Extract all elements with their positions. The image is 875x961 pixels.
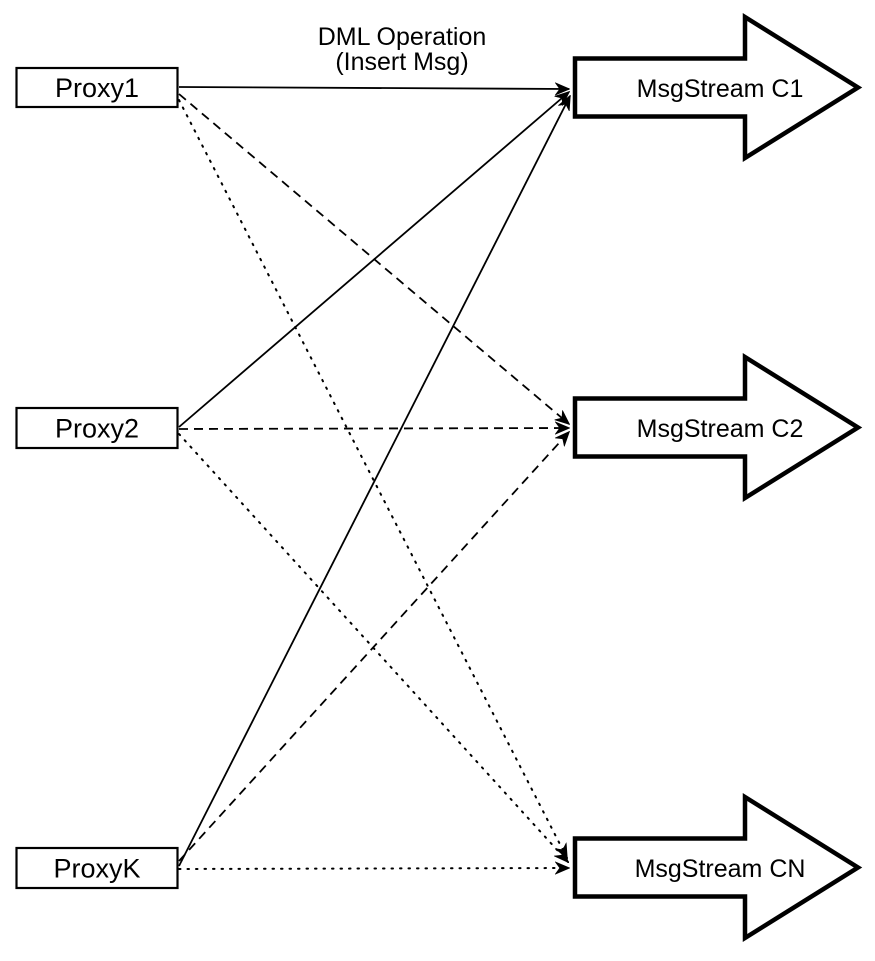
proxy2-box (15, 406, 179, 450)
proxy1-box (15, 66, 179, 109)
edge-proxyk-to-msgstream-cn (178, 868, 569, 869)
proxy2-node: Proxy2 (15, 406, 179, 450)
edge-proxyk-to-msgstream-c1 (178, 96, 571, 867)
msgstream-c1-node: MsgStream C1 (572, 12, 863, 163)
diagram-title-line2: (Insert Msg) (335, 48, 468, 76)
edge-proxy2-to-msgstream-c2 (178, 428, 569, 429)
edge-proxy1-to-msgstream-c1 (178, 87, 569, 89)
edge-proxyk-to-msgstream-c2 (178, 432, 569, 862)
msgstream-cn-arrow-shape (572, 792, 863, 943)
msgstream-c2-arrow-shape (572, 352, 863, 503)
proxy1-label: Proxy1 (55, 73, 139, 103)
proxyk-box (15, 846, 179, 890)
msgstream-c2-node: MsgStream C2 (572, 352, 863, 503)
edge-proxy1-to-msgstream-cn (178, 99, 568, 858)
msgstream-cn-label: MsgStream CN (635, 855, 806, 883)
proxy1-node: Proxy1 (15, 66, 179, 109)
edge-proxy2-to-msgstream-cn (178, 433, 568, 862)
proxy2-label: Proxy2 (55, 414, 139, 444)
proxyk-label: ProxyK (53, 854, 140, 884)
msgstream-cn-node: MsgStream CN (572, 792, 863, 943)
msgstream-c2-label: MsgStream C2 (637, 415, 804, 443)
proxyk-node: ProxyK (15, 846, 179, 890)
diagram-title-line1: DML Operation (318, 23, 487, 51)
msgstream-c1-label: MsgStream C1 (637, 75, 804, 103)
edge-proxy1-to-msgstream-c2 (178, 93, 569, 424)
msgstream-c1-arrow-shape (572, 12, 863, 163)
